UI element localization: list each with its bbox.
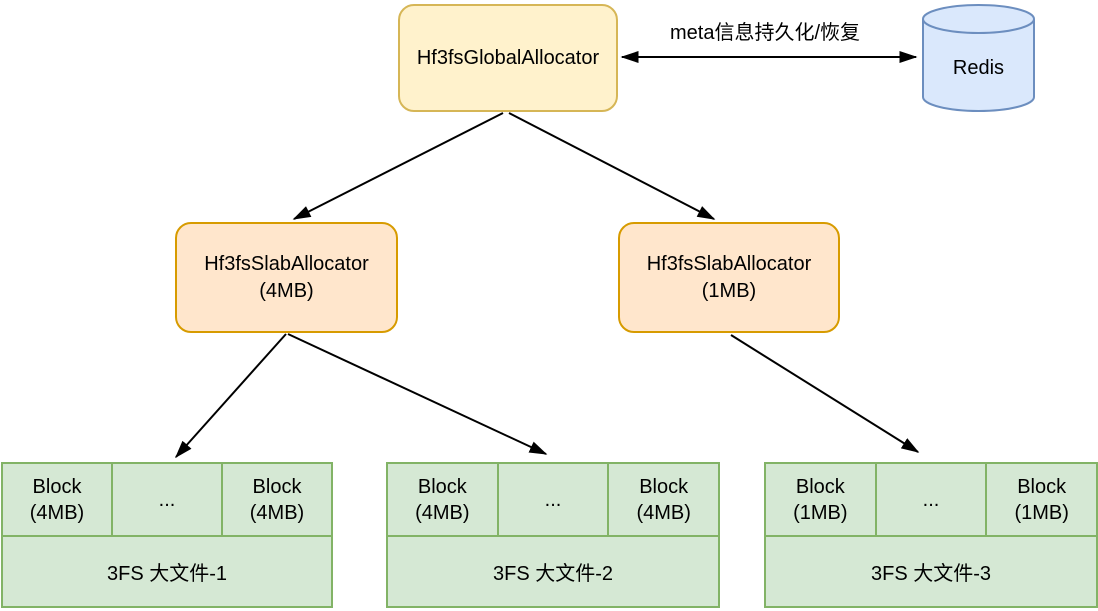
arrow-slab4mb-to-file2 xyxy=(287,333,548,455)
block-row: Block (4MB) ... Block (4MB) xyxy=(386,462,721,537)
file-label: 3FS 大文件-2 xyxy=(386,535,720,608)
block-cell: Block (4MB) xyxy=(1,462,113,537)
file-group-2: Block (4MB) ... Block (4MB) 3FS 大文件-2 xyxy=(386,462,721,608)
block-cell: Block (4MB) xyxy=(221,462,333,537)
meta-sync-label: meta信息持久化/恢复 xyxy=(669,22,861,44)
database-cylinder-icon xyxy=(922,4,1035,112)
redis-label: Redis xyxy=(952,57,1005,79)
arrow-slab4mb-to-file1 xyxy=(175,333,287,459)
ellipsis-cell: ... xyxy=(496,462,610,537)
arrow-slab1mb-to-file3 xyxy=(730,334,920,453)
block-row: Block (1MB) ... Block (1MB) xyxy=(764,462,1098,537)
global-allocator-node: Hf3fsGlobalAllocator xyxy=(398,4,618,112)
ellipsis-cell: ... xyxy=(111,462,223,537)
file-group-1: Block (4MB) ... Block (4MB) 3FS 大文件-1 xyxy=(1,462,333,608)
file-group-3: Block (1MB) ... Block (1MB) 3FS 大文件-3 xyxy=(764,462,1098,608)
file-label: 3FS 大文件-3 xyxy=(764,535,1098,608)
slab-allocator-1mb-node: Hf3fsSlabAllocator (1MB) xyxy=(618,222,840,333)
redis-node: Redis xyxy=(922,3,1035,113)
block-cell: Block (1MB) xyxy=(764,462,877,537)
slab-allocator-4mb-node: Hf3fsSlabAllocator (4MB) xyxy=(175,222,398,333)
block-row: Block (4MB) ... Block (4MB) xyxy=(1,462,333,537)
file-label: 3FS 大文件-1 xyxy=(1,535,333,608)
block-cell: Block (1MB) xyxy=(985,462,1098,537)
ellipsis-cell: ... xyxy=(874,462,988,537)
arrow-global-to-slab-1mb xyxy=(508,112,716,220)
block-cell: Block (4MB) xyxy=(386,462,499,537)
block-cell: Block (4MB) xyxy=(607,462,721,537)
arrow-global-to-slab-4mb xyxy=(292,112,504,220)
